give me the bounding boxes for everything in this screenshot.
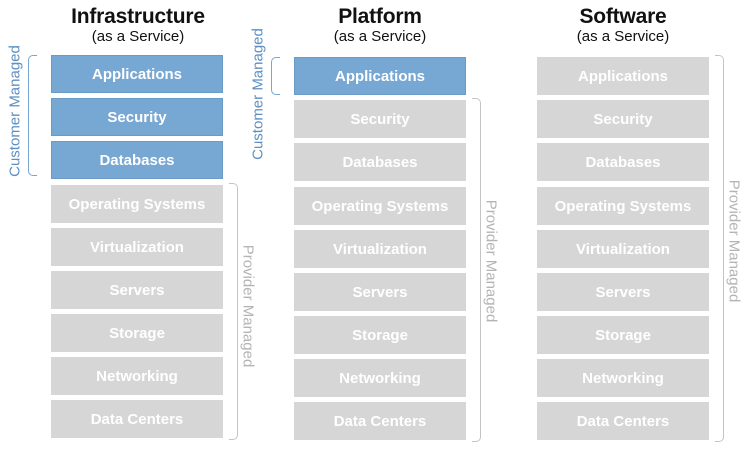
paas-layer-servers: Servers [294,273,466,311]
paas-layer-networking: Networking [294,359,466,397]
paas-customer-label: Customer Managed [249,28,267,160]
saas-layer-databases: Databases [537,143,709,181]
paas-customer-bracket [271,57,280,95]
iaas-customer-label: Customer Managed [6,45,24,177]
iaas-layer-networking: Networking [51,357,223,395]
iaas-provider-label: Provider Managed [239,244,257,368]
iaas-title-sub: (as a Service) [91,28,185,45]
saas-layer-virtualization: Virtualization [537,230,709,268]
paas-layer-data-centers: Data Centers [294,402,466,440]
saas-layer-security: Security [537,100,709,138]
saas-title-sub: (as a Service) [576,28,670,45]
iaas-title: Infrastructure (as a Service) [38,6,238,44]
paas-provider-bracket [472,98,481,442]
iaas-layer-security: Security [51,98,223,136]
iaas-layer-applications: Applications [51,55,223,93]
saas-layer-applications: Applications [537,57,709,95]
iaas-layer-operating-systems: Operating Systems [51,185,223,223]
saas-provider-label: Provider Managed [725,179,743,303]
paas-layer-databases: Databases [294,143,466,181]
paas-layer-virtualization: Virtualization [294,230,466,268]
saas-title-main: Software [579,5,667,28]
saas-layer-networking: Networking [537,359,709,397]
iaas-layer-servers: Servers [51,271,223,309]
saas-provider-bracket [715,55,724,442]
iaas-layer-data-centers: Data Centers [51,400,223,438]
iaas-provider-bracket [229,183,238,440]
saas-layer-operating-systems: Operating Systems [537,187,709,225]
paas-title: Platform (as a Service) [280,6,480,44]
paas-provider-label: Provider Managed [482,199,500,323]
iaas-layer-databases: Databases [51,141,223,179]
paas-layer-storage: Storage [294,316,466,354]
saas-layer-storage: Storage [537,316,709,354]
paas-title-main: Platform [338,5,422,28]
saas-title: Software (as a Service) [523,6,723,44]
iaas-layer-virtualization: Virtualization [51,228,223,266]
iaas-title-main: Infrastructure [71,5,205,28]
paas-layer-applications: Applications [294,57,466,95]
saas-layer-data-centers: Data Centers [537,402,709,440]
paas-title-sub: (as a Service) [333,28,427,45]
iaas-customer-bracket [28,55,37,176]
saas-layer-servers: Servers [537,273,709,311]
iaas-layer-storage: Storage [51,314,223,352]
paas-layer-security: Security [294,100,466,138]
paas-layer-operating-systems: Operating Systems [294,187,466,225]
